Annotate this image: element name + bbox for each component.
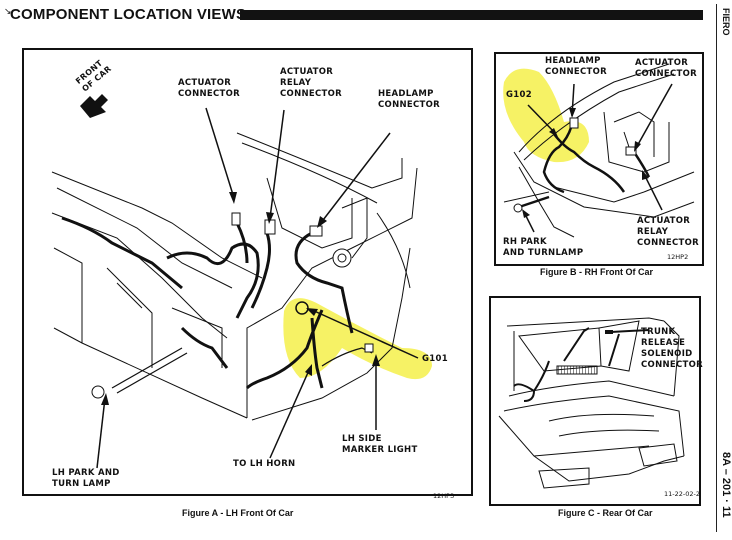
label-trunk-release-solenoid-connector: TRUNK RELEASE SOLENOID CONNECTOR (641, 327, 704, 370)
label-actuator-relay-connector-a: ACTUATOR RELAY CONNECTOR (280, 67, 343, 99)
front-of-car-arrow-icon (80, 94, 108, 118)
side-margin-rule (716, 4, 717, 532)
figure-a-illustration (51, 94, 432, 469)
label-to-lh-horn: TO LH HORN (233, 459, 296, 469)
figure-a-code: 12HP3 (433, 492, 455, 500)
label-rh-park-and-turnlamp: RH PARK AND TURNLAMP (503, 237, 584, 258)
figure-c-caption: Figure C - Rear Of Car (558, 508, 653, 518)
figure-b-code: 12HP2 (667, 253, 689, 261)
g102-highlight (503, 68, 589, 163)
side-margin: FIERO 8A – 201 · 11 (705, 0, 732, 540)
figure-c-illustration (498, 317, 685, 489)
model-name: FIERO (721, 8, 731, 36)
figure-a-caption: Figure A - LH Front Of Car (182, 508, 294, 518)
label-actuator-connector-a: ACTUATOR CONNECTOR (178, 78, 241, 99)
label-headlamp-connector-b: HEADLAMP CONNECTOR (545, 56, 608, 77)
header-bullet: ↘ (4, 6, 12, 16)
label-g101: G101 (422, 354, 448, 364)
figure-b-illustration (503, 63, 695, 238)
figure-a-panel (22, 48, 473, 496)
label-lh-park-and-turn-lamp: LH PARK AND TURN LAMP (52, 468, 120, 489)
label-actuator-connector-b: ACTUATOR CONNECTOR (635, 58, 698, 79)
label-headlamp-connector-a: HEADLAMP CONNECTOR (378, 89, 441, 110)
g101-highlight (283, 298, 432, 380)
label-g102: G102 (506, 90, 532, 100)
page-title: COMPONENT LOCATION VIEWS (10, 6, 247, 23)
label-actuator-relay-connector-b: ACTUATOR RELAY CONNECTOR (637, 216, 700, 248)
figure-b-caption: Figure B - RH Front Of Car (540, 267, 653, 277)
header-rule-bar (240, 10, 703, 20)
page-number: 8A – 201 · 11 (720, 452, 732, 518)
label-lh-side-marker-light: LH SIDE MARKER LIGHT (342, 434, 418, 455)
figure-c-code: 11-22-02-2 (664, 490, 700, 498)
